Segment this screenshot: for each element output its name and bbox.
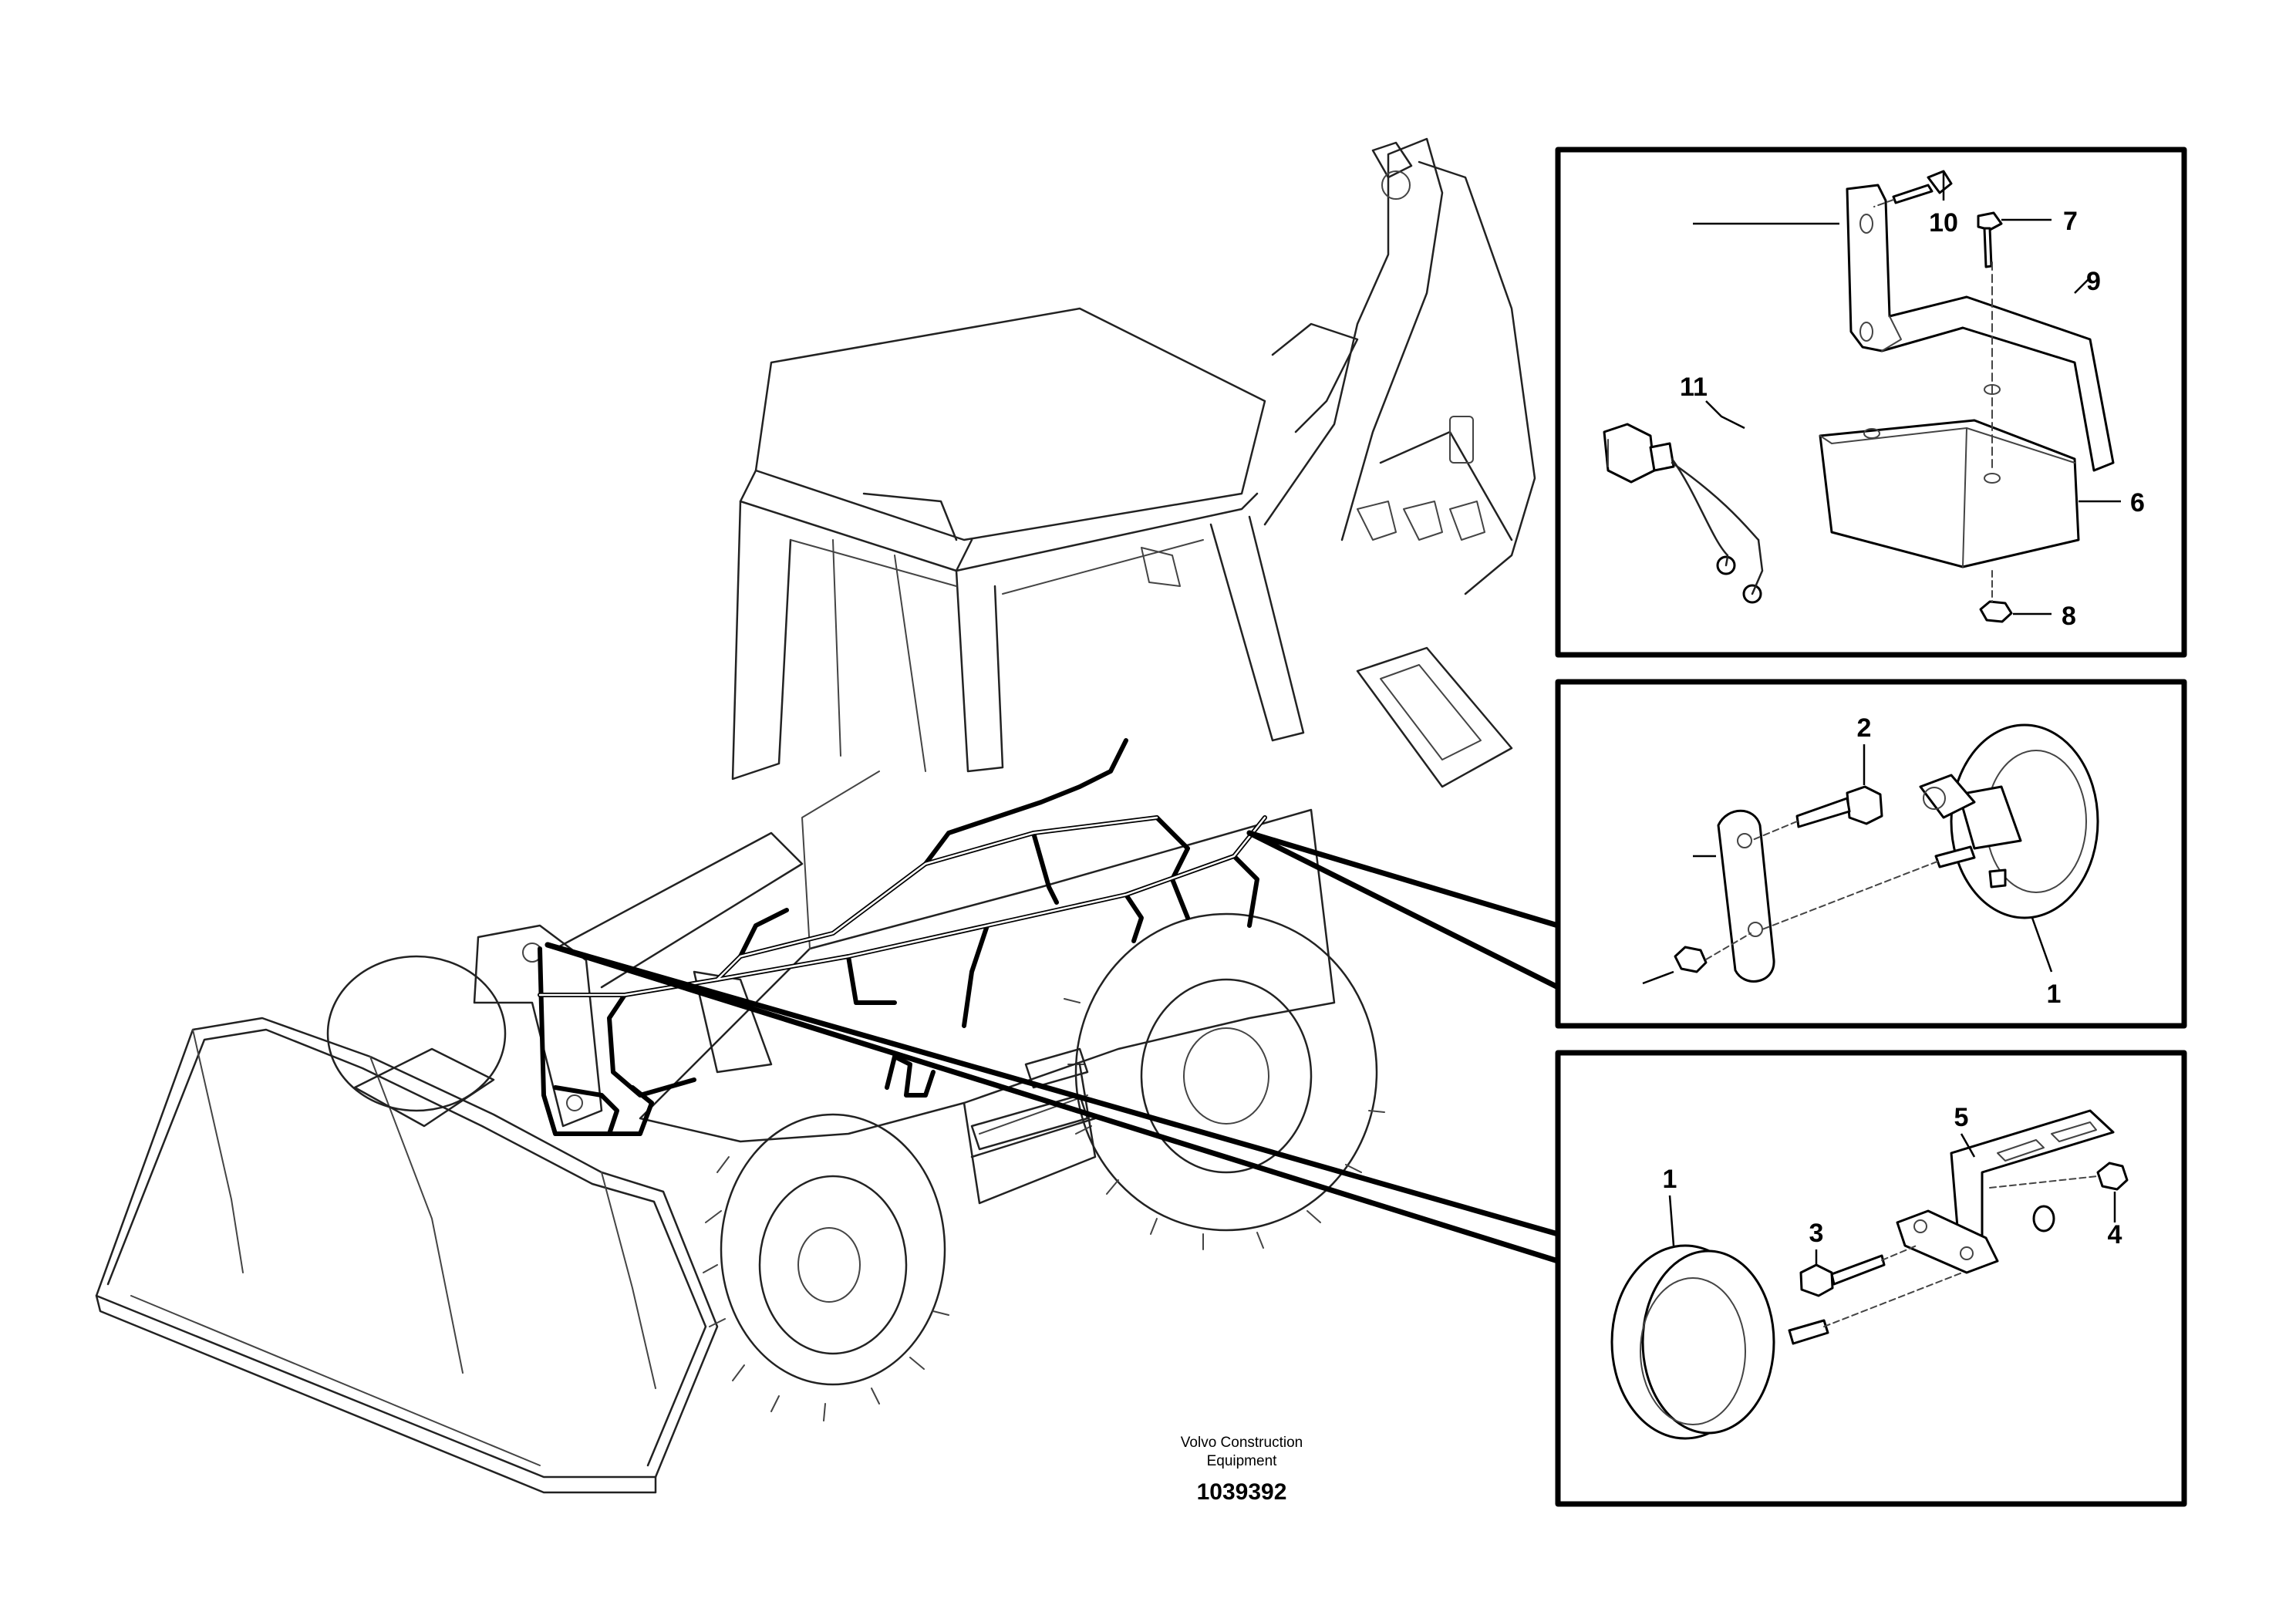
callout-3: 3 <box>1809 1219 1824 1248</box>
step-ladder <box>970 1047 1089 1151</box>
mounting-plate-bottom <box>1896 1209 1999 1274</box>
bolt-2 <box>1750 744 1883 841</box>
backhoe-loader-illustration <box>95 137 1561 1494</box>
loader-arms <box>353 831 804 1128</box>
bolt-10 <box>1873 170 1953 207</box>
rear-wheel <box>1064 912 1385 1250</box>
callout-1-top: 1 <box>2047 980 2062 1009</box>
bolt-3 <box>1799 1245 1917 1297</box>
detail-box-horn-mount: 2 1 <box>1555 679 2187 1029</box>
callout-9: 9 <box>2086 267 2101 296</box>
nut <box>1642 932 1752 985</box>
relay-module-box <box>1819 419 2080 568</box>
mounting-plate <box>1693 809 1775 983</box>
callout-10: 10 <box>1929 208 1958 238</box>
front-bucket <box>95 1017 719 1494</box>
footer: Volvo Construction Equipment 1039392 <box>1181 1435 1303 1505</box>
callout-1-bottom: 1 <box>1663 1165 1677 1194</box>
callout-5: 5 <box>1954 1103 1969 1132</box>
nut-4 <box>1989 1162 2129 1233</box>
cable-connector-11 <box>1603 423 1764 604</box>
company-name-line2: Equipment <box>1207 1453 1278 1469</box>
document-number: 1039392 <box>1197 1479 1287 1505</box>
callout-6: 6 <box>2130 488 2145 518</box>
backhoe-boom <box>1263 137 1536 788</box>
callout-11: 11 <box>1680 373 1708 402</box>
nut-8 <box>1979 570 2013 623</box>
horn-1-top <box>1762 723 2099 973</box>
detail-box-relay-module: 11 10 7 9 6 8 <box>1555 147 2187 658</box>
wiring-harness <box>538 738 1267 1136</box>
callout-7: 7 <box>2063 207 2078 236</box>
mounting-bracket <box>1846 184 2115 472</box>
operator-cab <box>731 307 1305 781</box>
company-name-line1: Volvo Construction <box>1181 1435 1303 1451</box>
callout-2: 2 <box>1857 713 1872 743</box>
callout-8: 8 <box>2062 602 2076 631</box>
callout-4: 4 <box>2108 1220 2122 1249</box>
detail-box-horn-bracket: 5 1 3 4 <box>1555 1050 2187 1507</box>
front-wheel <box>326 955 949 1421</box>
bolt-7 <box>1977 211 2003 471</box>
bracket-5 <box>1950 1109 2115 1247</box>
detail-leader-lines <box>544 830 1561 1264</box>
horn-1-bottom <box>1610 1195 1983 1440</box>
